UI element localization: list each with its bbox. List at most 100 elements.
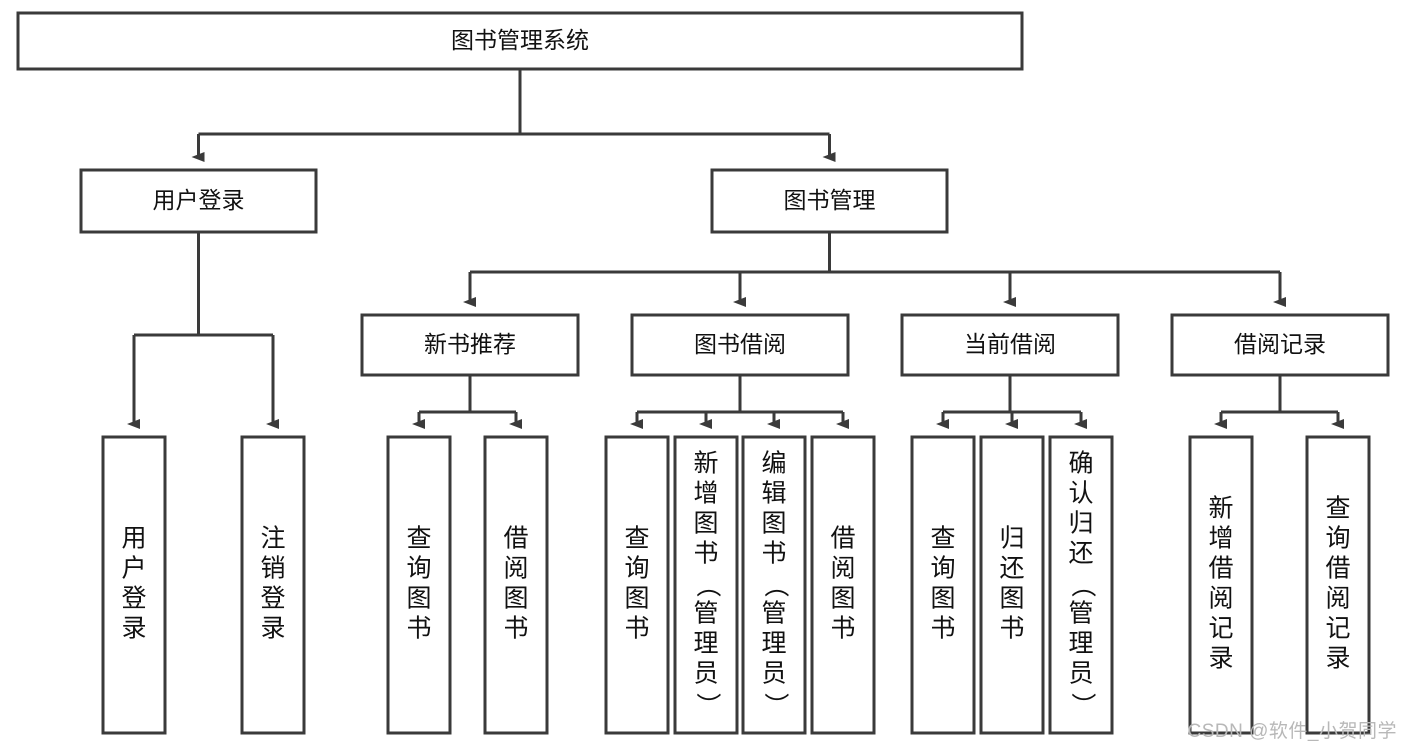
svg-text:户: 户 (121, 555, 146, 583)
svg-text:查: 查 (624, 525, 649, 553)
svg-text:书: 书 (761, 540, 786, 568)
node-borrow-record[interactable]: 借阅记录 (1170, 313, 1390, 377)
node-box-leaf-user-logout (240, 435, 306, 735)
svg-text:阅: 阅 (1325, 585, 1350, 613)
svg-text:编: 编 (761, 450, 786, 478)
svg-text:（: （ (1068, 572, 1096, 597)
node-box-current-borrow (900, 313, 1120, 377)
svg-text:录: 录 (1325, 645, 1350, 673)
svg-text:管: 管 (761, 600, 786, 628)
node-box-bb-edit (741, 435, 807, 735)
svg-text:图: 图 (999, 585, 1024, 613)
svg-text:图: 图 (624, 585, 649, 613)
node-root[interactable]: 图书管理系统 (16, 11, 1024, 71)
svg-text:（: （ (693, 572, 721, 597)
svg-text:图: 图 (930, 585, 955, 613)
svg-text:询: 询 (1325, 525, 1350, 553)
node-user-login[interactable]: 用户登录 (79, 168, 318, 234)
svg-text:询: 询 (406, 555, 431, 583)
node-box-bb-add (673, 435, 739, 735)
svg-text:登: 登 (121, 585, 146, 613)
node-new-book-rec[interactable]: 新书推荐 (360, 313, 580, 377)
svg-text:员: 员 (1068, 660, 1093, 688)
svg-text:员: 员 (761, 660, 786, 688)
svg-text:注: 注 (260, 525, 285, 553)
svg-text:记: 记 (1325, 615, 1350, 643)
node-box-bb-query (604, 435, 670, 735)
node-label-leaf-user-login: 用户登录 (121, 525, 146, 643)
node-label-borrow-record: 借阅记录 (1234, 331, 1326, 357)
svg-text:询: 询 (930, 555, 955, 583)
node-box-bb-borrow (810, 435, 876, 735)
svg-text:图: 图 (503, 585, 528, 613)
svg-text:借: 借 (830, 525, 855, 553)
svg-text:录: 录 (121, 615, 146, 643)
svg-text:确: 确 (1068, 450, 1093, 478)
node-label-book-borrow: 图书借阅 (694, 331, 786, 357)
svg-text:借: 借 (1325, 555, 1350, 583)
svg-text:管: 管 (1068, 600, 1093, 628)
node-box-cb-query (910, 435, 976, 735)
node-box-book-manage (710, 168, 949, 234)
svg-text:理: 理 (693, 630, 718, 658)
svg-text:）: ） (693, 692, 721, 717)
node-label-user-login: 用户登录 (153, 187, 245, 213)
svg-text:记: 记 (1208, 615, 1233, 643)
svg-text:图: 图 (830, 585, 855, 613)
node-boxes: 图书管理系统用户登录图书管理新书推荐图书借阅当前借阅借阅记录用户登录注销登录查询… (16, 11, 1390, 735)
svg-text:还: 还 (999, 555, 1024, 583)
svg-text:图: 图 (761, 510, 786, 538)
svg-text:销: 销 (260, 555, 285, 583)
node-box-book-borrow (630, 313, 850, 377)
csdn-watermark: CSDN @软件_小贺同学 (1187, 721, 1397, 742)
svg-text:书: 书 (624, 615, 649, 643)
svg-text:）: ） (1068, 692, 1096, 717)
svg-text:（: （ (761, 572, 789, 597)
node-box-leaf-user-login (101, 435, 167, 735)
node-label-root: 图书管理系统 (451, 27, 589, 53)
svg-text:归: 归 (1068, 510, 1093, 538)
svg-text:书: 书 (693, 540, 718, 568)
svg-text:辑: 辑 (761, 480, 786, 508)
svg-text:图: 图 (693, 510, 718, 538)
node-box-br-add (1188, 435, 1254, 735)
svg-text:书: 书 (406, 615, 431, 643)
svg-text:用: 用 (121, 525, 146, 553)
node-box-borrow-record (1170, 313, 1390, 377)
node-book-manage[interactable]: 图书管理 (710, 168, 949, 234)
svg-text:登: 登 (260, 585, 285, 613)
svg-text:询: 询 (624, 555, 649, 583)
node-book-borrow[interactable]: 图书借阅 (630, 313, 850, 377)
svg-text:认: 认 (1068, 480, 1093, 508)
svg-text:管: 管 (693, 600, 718, 628)
svg-text:图: 图 (406, 585, 431, 613)
node-current-borrow[interactable]: 当前借阅 (900, 313, 1120, 377)
node-box-new-book-rec (360, 313, 580, 377)
node-leaf-user-login[interactable]: 用户登录 (101, 435, 167, 735)
svg-text:书: 书 (930, 615, 955, 643)
node-box-root (16, 11, 1024, 71)
